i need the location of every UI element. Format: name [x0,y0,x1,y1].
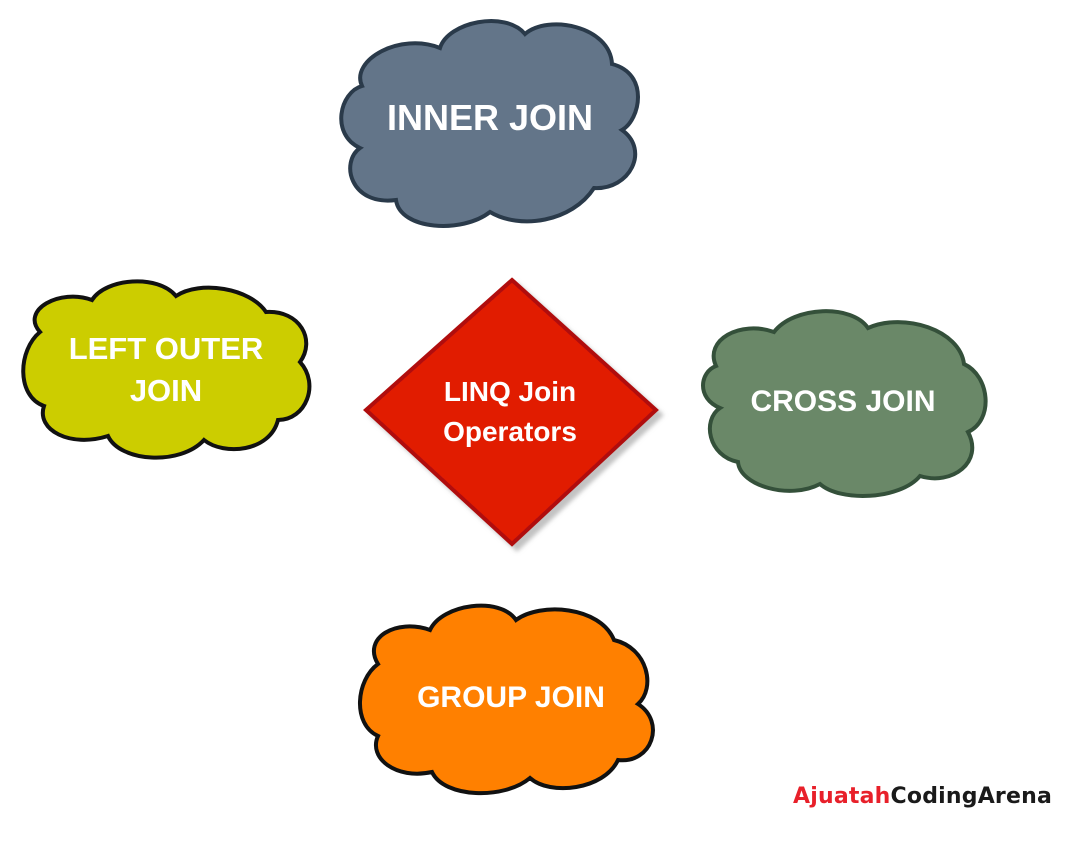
group-join-cloud-shape [358,603,655,795]
cross-join-cloud-shape [701,309,988,498]
cross-join-cloud: CROSS JOIN [701,309,988,498]
group-join-label: GROUP JOIN [417,681,605,714]
linq-operators-diamond: LINQ Join Operators [363,277,659,547]
left-outer-join-cloud: LEFT OUTER JOIN [21,279,312,460]
center-label-line2: Operators [443,416,577,447]
group-join-cloud: GROUP JOIN [358,603,655,795]
inner-join-cloud-shape [339,19,640,228]
diamond-shape [363,277,659,547]
left-outer-join-cloud-shape [21,279,312,460]
inner-join-cloud: INNER JOIN [339,19,640,228]
watermark-part1: Ajuatah [793,784,891,809]
left-outer-join-label-line2: JOIN [130,373,202,408]
cross-join-label: CROSS JOIN [750,385,935,418]
left-outer-join-label-line1: LEFT OUTER [69,331,264,366]
watermark-part2: CodingArena [890,784,1052,809]
inner-join-label: INNER JOIN [387,97,593,138]
watermark: AjuatahCodingArena [793,784,1052,809]
center-label-line1: LINQ Join [444,376,576,407]
